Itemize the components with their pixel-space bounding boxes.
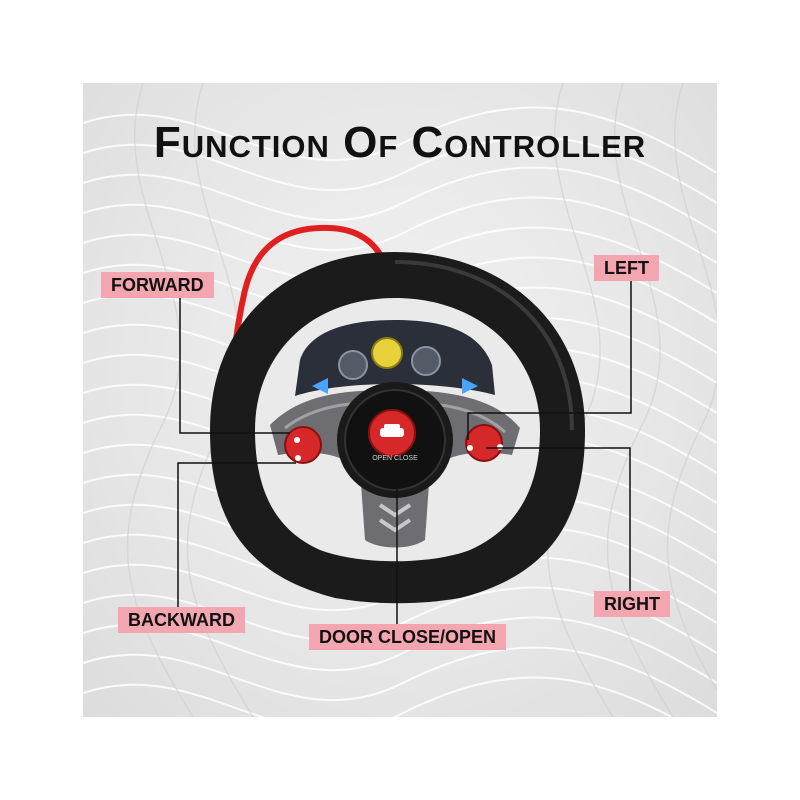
backward-label: BACKWARD <box>118 607 245 633</box>
left-right-button[interactable] <box>465 424 503 462</box>
door-close-open-label: DOOR CLOSE/OPEN <box>309 624 507 650</box>
dashboard-panel <box>295 320 495 396</box>
left-callout-line <box>467 280 632 440</box>
forward-label: FORWARD <box>101 272 214 298</box>
left-label: LEFT <box>594 255 659 281</box>
door-button[interactable]: OPEN CLOSE <box>368 409 418 462</box>
forward-backward-button[interactable] <box>284 426 322 464</box>
backward-callout-line <box>177 462 296 607</box>
page-title: Function Of Controller <box>153 118 647 167</box>
right-callout-line <box>486 447 631 591</box>
door-button-text: OPEN CLOSE <box>372 455 418 462</box>
right-label: RIGHT <box>594 591 670 617</box>
forward-callout-line <box>179 298 290 434</box>
car-icon <box>380 428 404 437</box>
callout-lines <box>177 280 632 624</box>
